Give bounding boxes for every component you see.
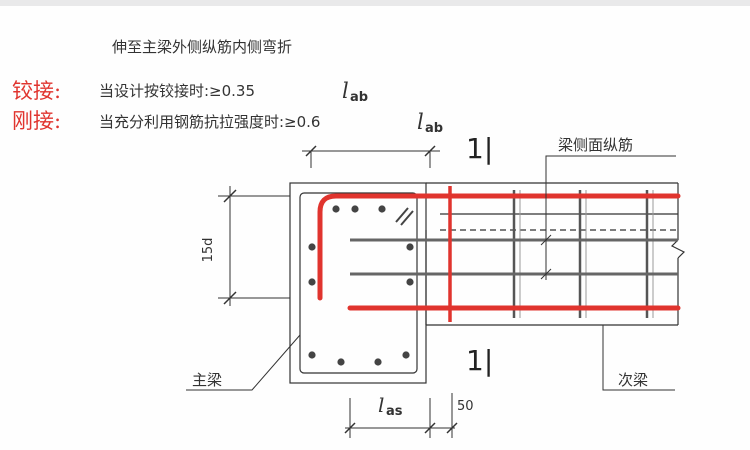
secondary-beam-label: 次梁 (618, 371, 648, 389)
main-beam-leader (186, 334, 301, 391)
bottom-dimension (344, 393, 458, 438)
dim-50-label: 50 (457, 399, 474, 414)
stirrup-hook (395, 207, 414, 226)
top-dimension (302, 145, 440, 168)
hinged-lab-symbol: l (342, 79, 349, 103)
dimension-15d (218, 186, 290, 306)
side-rebar-leader (540, 155, 676, 280)
top-rebar-red (317, 193, 681, 301)
las-subscript: as (386, 404, 403, 419)
top-bar (0, 0, 750, 6)
dim-15d-label: 15d (201, 238, 216, 263)
rigid-label: 刚接: (12, 109, 61, 133)
hinged-label: 铰接: (12, 79, 61, 103)
secondary-beam-outline (425, 182, 686, 326)
rigid-lab-symbol: l (417, 110, 424, 134)
rigid-lab-subscript: ab (425, 121, 443, 136)
main-beam-rebar-dots (308, 205, 414, 366)
secondary-beam-leader (602, 325, 675, 391)
side-rebar-label: 梁侧面纵筋 (558, 136, 633, 154)
section-mark-bottom: 1| (466, 344, 493, 377)
hinged-note: 当设计按铰接时:≥0.35 (99, 82, 255, 100)
rigid-note: 当充分利用钢筋抗拉强度时:≥0.6 (99, 113, 320, 131)
section-mark-top: 1| (466, 132, 493, 165)
note-line1: 伸至主梁外侧纵筋内侧弯折 (112, 38, 292, 56)
hinged-lab-subscript: ab (350, 90, 368, 105)
main-beam-label: 主梁 (192, 371, 222, 389)
secondary-stirrups (512, 190, 654, 318)
side-longitudinal-rebars (350, 238, 678, 276)
las-symbol: l (378, 393, 384, 417)
